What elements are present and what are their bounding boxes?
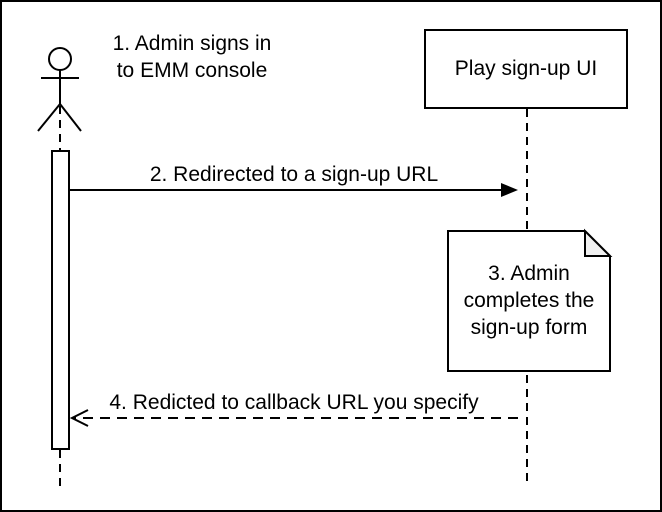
note-shape [447, 228, 613, 372]
message-2-label: 2. Redirected to a sign-up URL [149, 163, 439, 186]
participant-label: Play sign-up UI [454, 57, 598, 80]
note-label: 3. Admin completes the sign-up form [463, 262, 595, 339]
message-4-arrow [69, 409, 518, 427]
note-fold-icon [584, 228, 613, 257]
message-2-arrowhead-icon [501, 183, 518, 197]
message-4-arrowhead-icon [69, 409, 89, 427]
actor-leg-right [59, 103, 82, 132]
actor-head [48, 47, 72, 71]
actor-figure-icon [37, 47, 82, 132]
note-body [447, 230, 611, 372]
actor-leg-left [37, 103, 61, 132]
activation-bar [51, 150, 70, 450]
message-2-arrow [70, 183, 518, 197]
participant-box: Play sign-up UI [424, 29, 628, 109]
message-4-label: 4. Redicted to callback URL you specify [109, 391, 479, 414]
actor-message-label: 1. Admin signs in to EMM console [112, 32, 272, 82]
